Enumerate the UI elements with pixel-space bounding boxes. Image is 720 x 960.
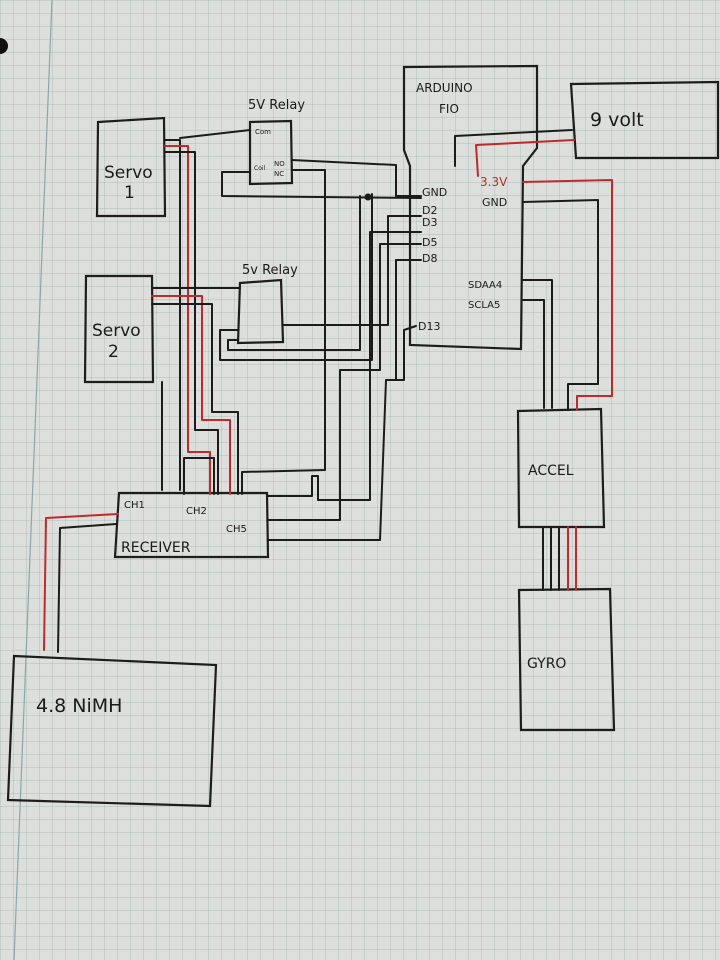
servo-1-number: 1 (124, 183, 135, 203)
relay-1: 5V Relay Com Coil NO NC (248, 98, 305, 186)
pin-gnd-right: GND (482, 196, 507, 209)
pin-gnd-left: GND (422, 186, 447, 199)
pin-sda-a4: SDAA4 (468, 280, 502, 291)
arduino-model: FIO (439, 102, 459, 116)
receiver-label: RECEIVER (121, 540, 191, 556)
wires-relay-to-arduino (219, 159, 422, 541)
relay-1-no-pin: NO (274, 160, 285, 168)
pin-d8: D8 (422, 252, 437, 265)
pin-scl-a5: SCLA5 (468, 300, 500, 311)
wires-accel-to-gyro (542, 526, 577, 591)
receiver-ch2-label: CH2 (186, 506, 207, 517)
relay-2: 5v Relay (236, 263, 298, 345)
battery-9v-label: 9 volt (590, 109, 644, 131)
servo-1: Servo 1 (95, 116, 167, 218)
servo-2-number: 2 (108, 342, 119, 362)
wires-servo1 (164, 129, 251, 495)
pin-d13: D13 (418, 320, 440, 333)
accel-label: ACCEL (528, 463, 574, 479)
arduino-fio: ARDUINO FIO GND D2 D3 D5 D8 D13 3.3V GND… (402, 64, 539, 351)
relay-1-coil-pin: Coil (254, 165, 266, 172)
relay-2-label: 5v Relay (242, 263, 298, 278)
gyroscope: GYRO (517, 587, 616, 732)
relay-1-label: 5V Relay (248, 98, 305, 113)
accelerometer: ACCEL (516, 407, 606, 529)
receiver: CH1 CH2 CH5 RECEIVER (113, 491, 270, 559)
pin-d2: D2 (422, 204, 437, 217)
pin-d3: D3 (422, 216, 437, 229)
relay-1-com-pin: Com (255, 128, 271, 136)
arduino-name: ARDUINO (416, 81, 473, 95)
wire-9v-to-arduino (454, 129, 575, 177)
battery-9v: 9 volt (569, 80, 720, 160)
receiver-ch1-label: CH1 (124, 500, 145, 511)
servo-1-label: Servo (104, 163, 153, 183)
pin-d5: D5 (422, 236, 437, 249)
wires-servo2 (151, 287, 241, 495)
servo-2-label: Servo (92, 321, 141, 341)
wires-ch2-loop (183, 457, 215, 495)
relay-1-nc-pin: NC (274, 170, 284, 178)
gyro-label: GYRO (527, 656, 566, 672)
nimh-label: 4.8 NiMH (36, 695, 122, 717)
receiver-ch5-label: CH5 (226, 524, 247, 535)
pin-3v3: 3.3V (480, 175, 508, 189)
wires-nimh-to-receiver (43, 513, 119, 653)
servo-2: Servo 2 (83, 274, 155, 384)
nimh-battery: 4.8 NiMH (6, 654, 218, 808)
wires-arduino-to-accel (522, 179, 613, 411)
